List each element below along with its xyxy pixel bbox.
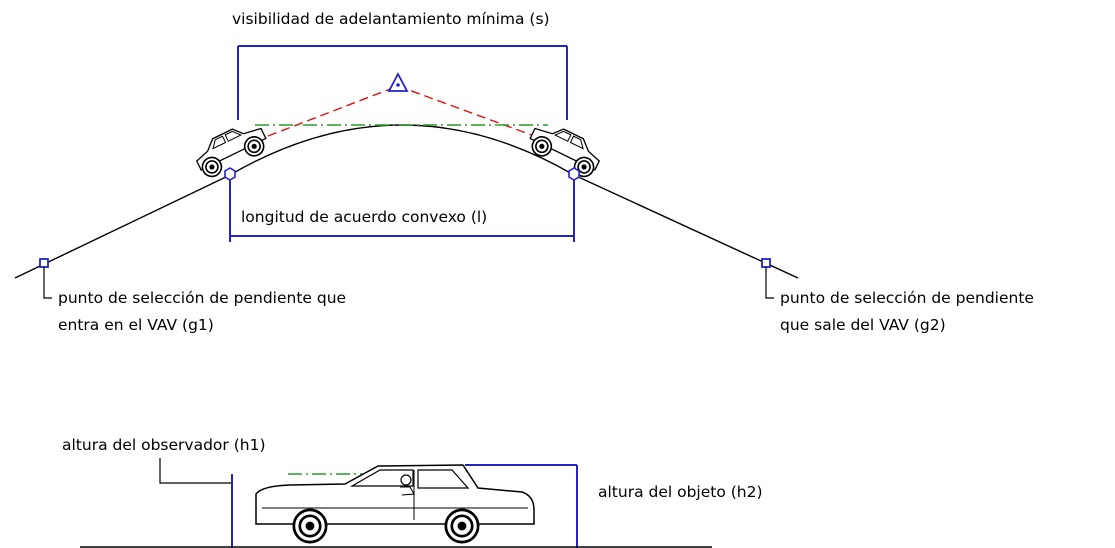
grade-in-label-line2: entra en el VAV (g1) (58, 316, 214, 334)
eye-height-leader (159, 458, 232, 484)
triangle-marker-icon (387, 72, 409, 92)
curve-length-dimension (229, 180, 575, 242)
car-right (528, 117, 606, 181)
sight-rays (254, 85, 549, 142)
car-side-view (255, 464, 535, 544)
grade-out-label-line2: que sale del VAV (g2) (780, 316, 946, 334)
grade-in-label-line1: punto de selección de pendiente que (58, 289, 346, 307)
sight-distance-label: visibilidad de adelantamiento mínima (s) (232, 10, 550, 28)
road-profile (14, 124, 799, 279)
square-grip-icon (761, 258, 771, 268)
sight-distance-dimension (237, 45, 568, 120)
curve-length-label: longitud de acuerdo convexo (l) (241, 208, 487, 226)
grade-out-label-line1: punto de selección de pendiente (780, 289, 1034, 307)
grade-in-leader (43, 267, 52, 299)
object-height-label: altura del objeto (h2) (598, 483, 763, 501)
grade-out-leader (765, 267, 774, 299)
hexagon-grip-icon (224, 167, 236, 181)
eye-height-label: altura del observador (h1) (62, 436, 266, 454)
square-grip-icon (39, 258, 49, 268)
height-dimension-lines (231, 464, 578, 548)
hexagon-grip-icon (568, 167, 580, 181)
